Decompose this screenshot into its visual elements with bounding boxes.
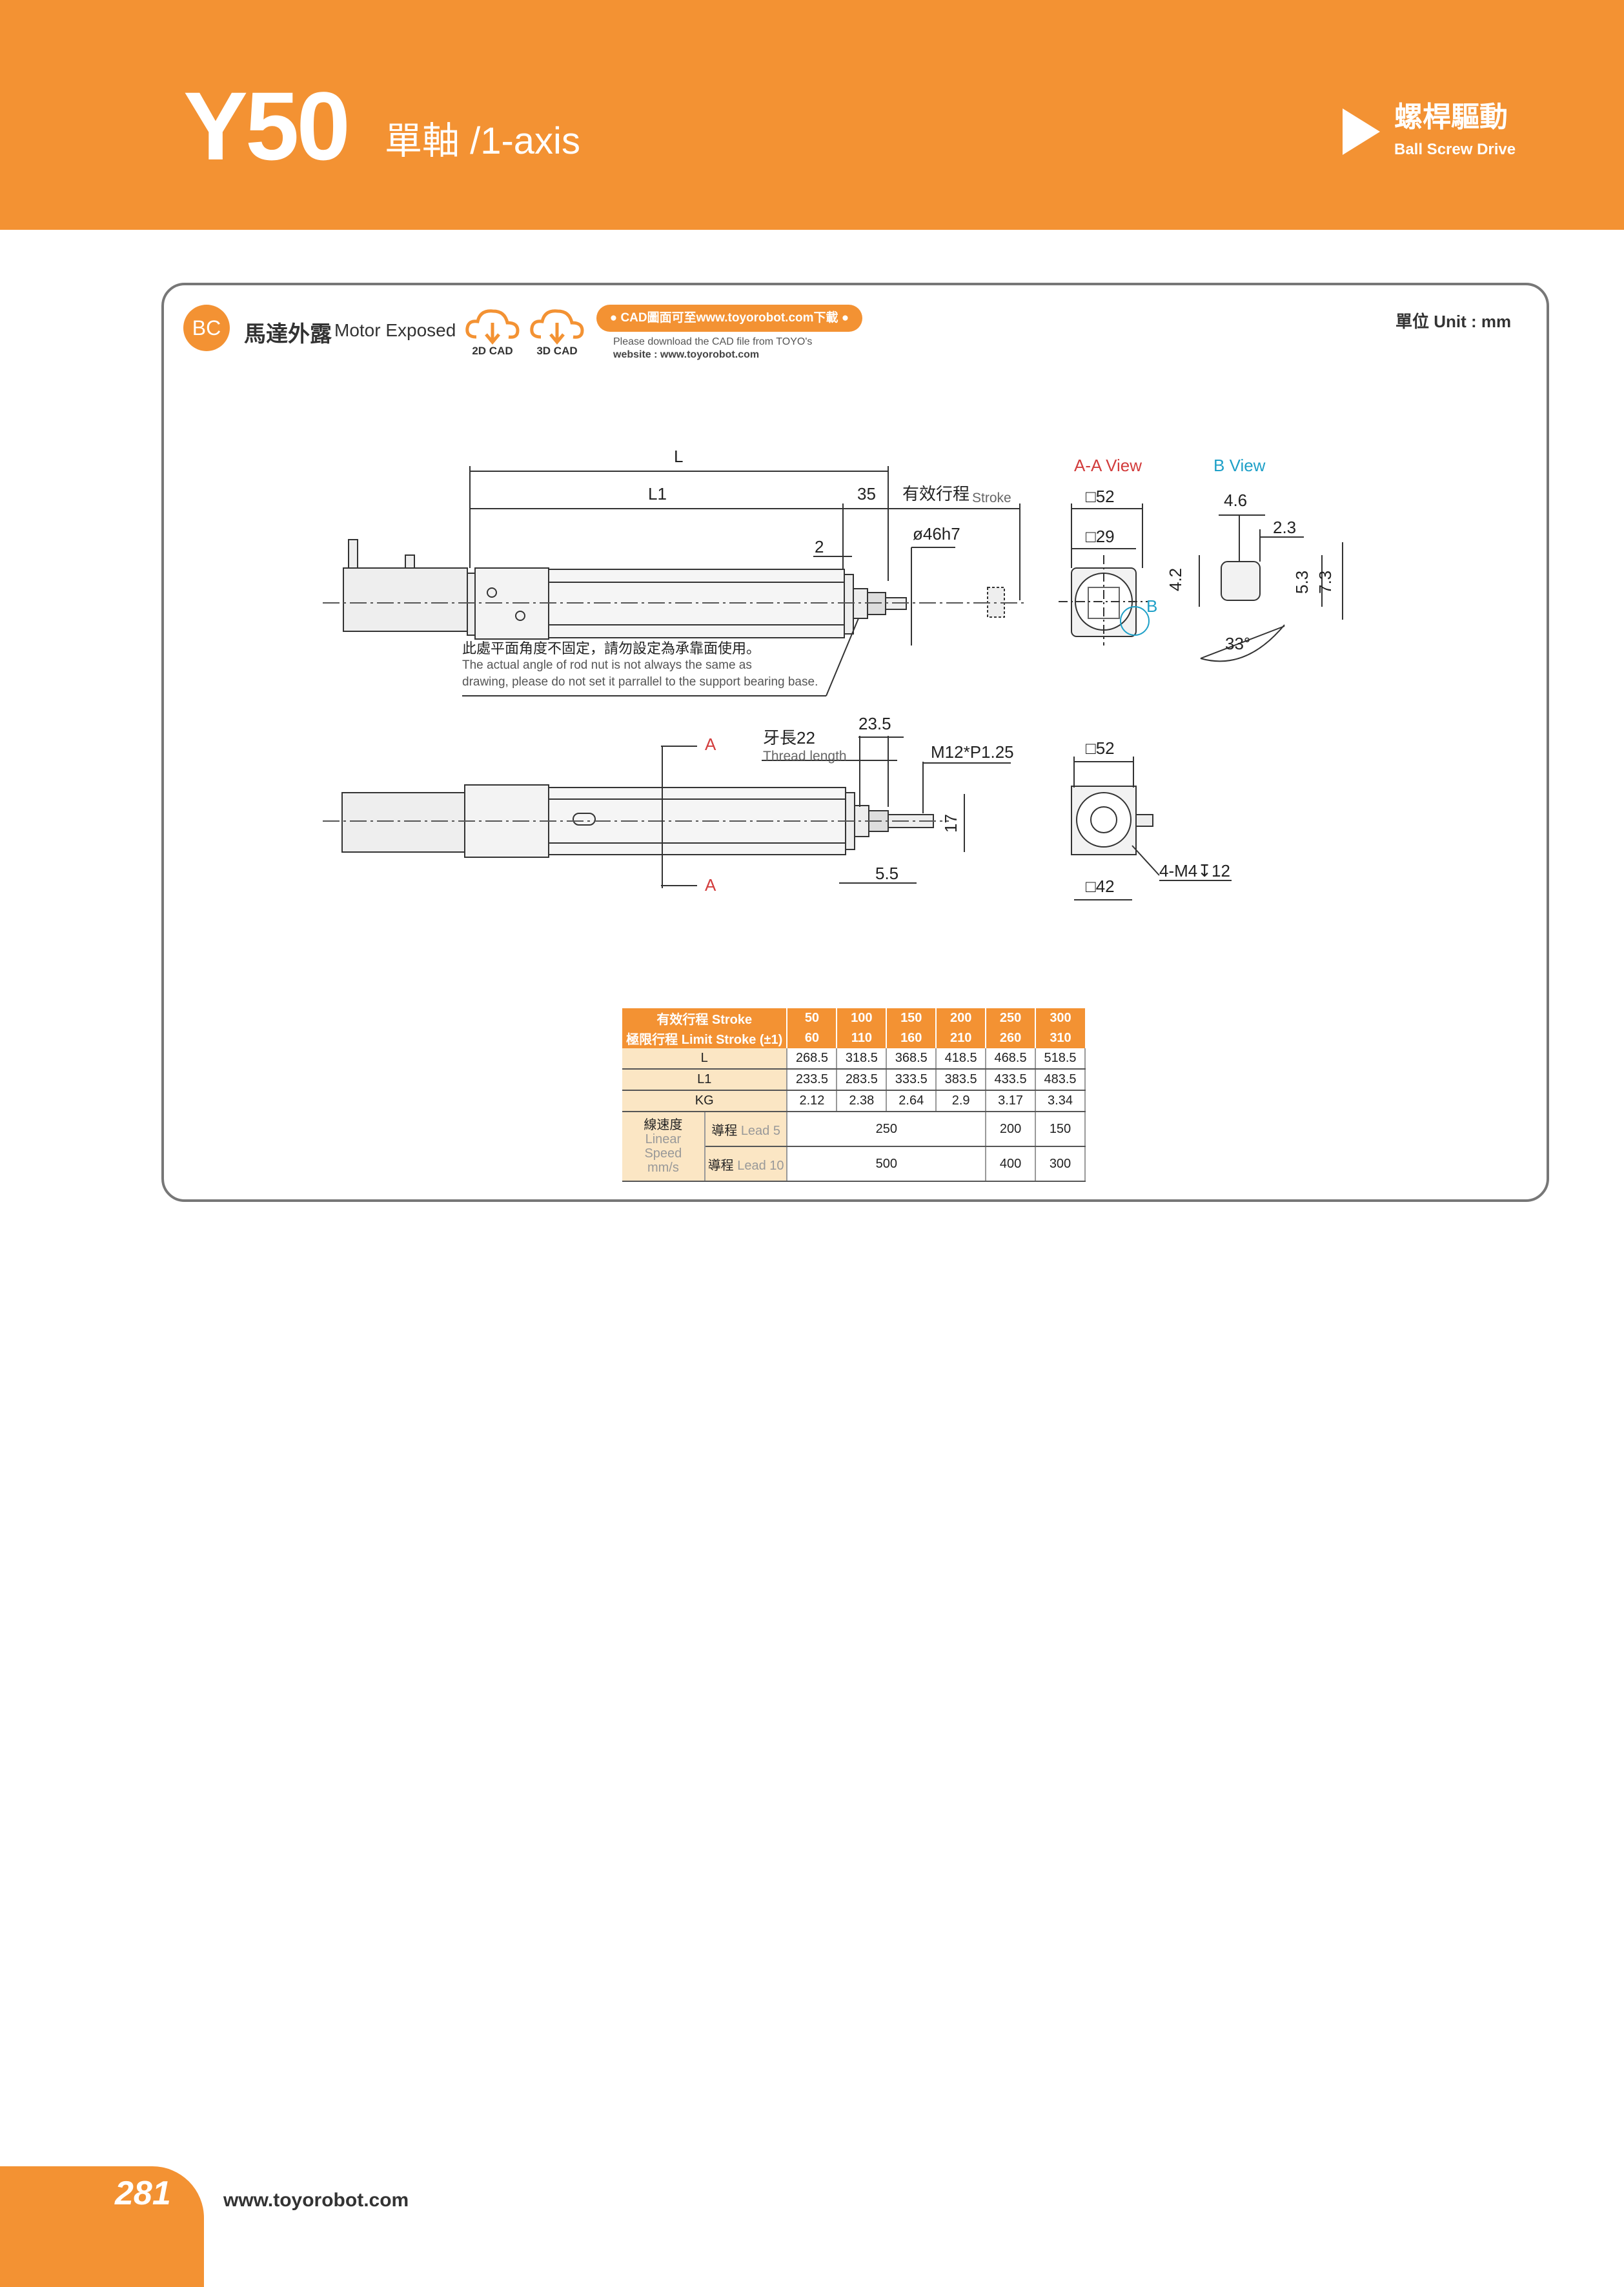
model-name: Y50 — [183, 72, 350, 180]
cad-3d-label[interactable]: 3D CAD — [536, 345, 578, 357]
cloud-download-icon[interactable] — [463, 303, 522, 349]
aa-view-title: A-A View — [1074, 456, 1142, 475]
dim-m4: 4-M4↧12 — [1159, 861, 1230, 880]
table-row-KG: KG 2.12 2.38 2.64 2.9 3.17 3.34 — [622, 1090, 1086, 1112]
dim-2-3: 2.3 — [1273, 518, 1296, 537]
footer-website-link[interactable]: www.toyorobot.com — [223, 2190, 409, 2211]
dim-5-3: 5.3 — [1292, 571, 1312, 594]
table-row-L: L 268.5 318.5 368.5 418.5 468.5 518.5 — [622, 1048, 1086, 1070]
page-number: 281 — [115, 2175, 171, 2212]
dim-sq42: □42 — [1086, 877, 1115, 896]
dim-L1: L1 — [648, 484, 667, 503]
unit-label: 單位 Unit : mm — [1396, 312, 1512, 331]
lead10-label: 導程 Lead 10 — [704, 1146, 788, 1182]
dim-35: 35 — [857, 484, 876, 503]
dim-sq52: □52 — [1086, 487, 1115, 506]
table-row-L1: L1 233.5 283.5 333.5 383.5 433.5 483.5 — [622, 1069, 1086, 1091]
dim-5-5: 5.5 — [875, 864, 898, 883]
rod-nut-note: 此處平面角度不固定，請勿設定為承靠面使用。 The actual angle o… — [462, 640, 818, 689]
cad-note: Please download the CAD file from TOYO's… — [613, 336, 813, 360]
dim-23-5: 23.5 — [858, 714, 891, 733]
dim-m12: M12*P1.25 — [931, 742, 1014, 762]
dim-sq52-side: □52 — [1086, 738, 1115, 758]
dim-sq29: □29 — [1086, 527, 1115, 546]
table-row-limit: 極限行程 Limit Stroke (±1) 60 110 160 210 26… — [622, 1028, 1085, 1048]
dim-stroke-en: Stroke — [972, 491, 1011, 505]
dim-4-2: 4.2 — [1166, 568, 1185, 591]
spec-table: 有效行程 Stroke 50 100 150 200 250 300 極限行程 … — [622, 1008, 1086, 1182]
footer-tab — [0, 2166, 204, 2287]
thread-length-en: Thread length — [763, 749, 847, 764]
dim-angle-33: 33° — [1225, 634, 1250, 653]
cad-download-link[interactable]: ● CAD圖面可至www.toyorobot.com下載 ● — [596, 305, 862, 332]
dim-L: L — [674, 447, 683, 466]
thread-length-zh: 牙長22 — [763, 728, 815, 747]
section-a-top: A — [705, 735, 716, 754]
dim-4-6: 4.6 — [1224, 491, 1247, 510]
section-badge: BC — [183, 305, 230, 351]
table-row-lead5: 線速度 Linear Speed mm/s 導程 Lead 5 250 200 … — [622, 1112, 1086, 1182]
b-marker: B — [1146, 596, 1157, 616]
section-a-bottom: A — [705, 875, 716, 895]
dim-2: 2 — [815, 537, 824, 556]
category-en: Ball Screw Drive — [1394, 141, 1516, 158]
section-title-zh: 馬達外露 — [244, 322, 332, 347]
cloud-download-icon[interactable] — [528, 303, 586, 349]
table-row-stroke: 有效行程 Stroke 50 100 150 200 250 300 — [622, 1008, 1085, 1028]
section-title-en: Motor Exposed — [334, 320, 456, 340]
axis-label: 單軸 /1-axis — [385, 120, 580, 162]
table-row-lead10: 導程 Lead 10 500 400 300 — [622, 1146, 1086, 1182]
dim-phi46: ø46h7 — [913, 524, 960, 544]
cad-2d-label[interactable]: 2D CAD — [472, 345, 513, 357]
speed-label: 線速度 Linear Speed mm/s — [622, 1112, 705, 1182]
b-view-title: B View — [1213, 456, 1266, 475]
dim-17: 17 — [941, 814, 960, 833]
dim-7-3: 7.3 — [1315, 571, 1335, 594]
lead5-label: 導程 Lead 5 — [704, 1112, 788, 1147]
play-triangle-icon — [1343, 108, 1380, 155]
category-zh: 螺桿驅動 — [1394, 101, 1508, 133]
page-header: Y50 單軸 /1-axis 螺桿驅動 Ball Screw Drive — [0, 0, 1624, 230]
dim-stroke-zh: 有效行程 — [902, 484, 969, 503]
